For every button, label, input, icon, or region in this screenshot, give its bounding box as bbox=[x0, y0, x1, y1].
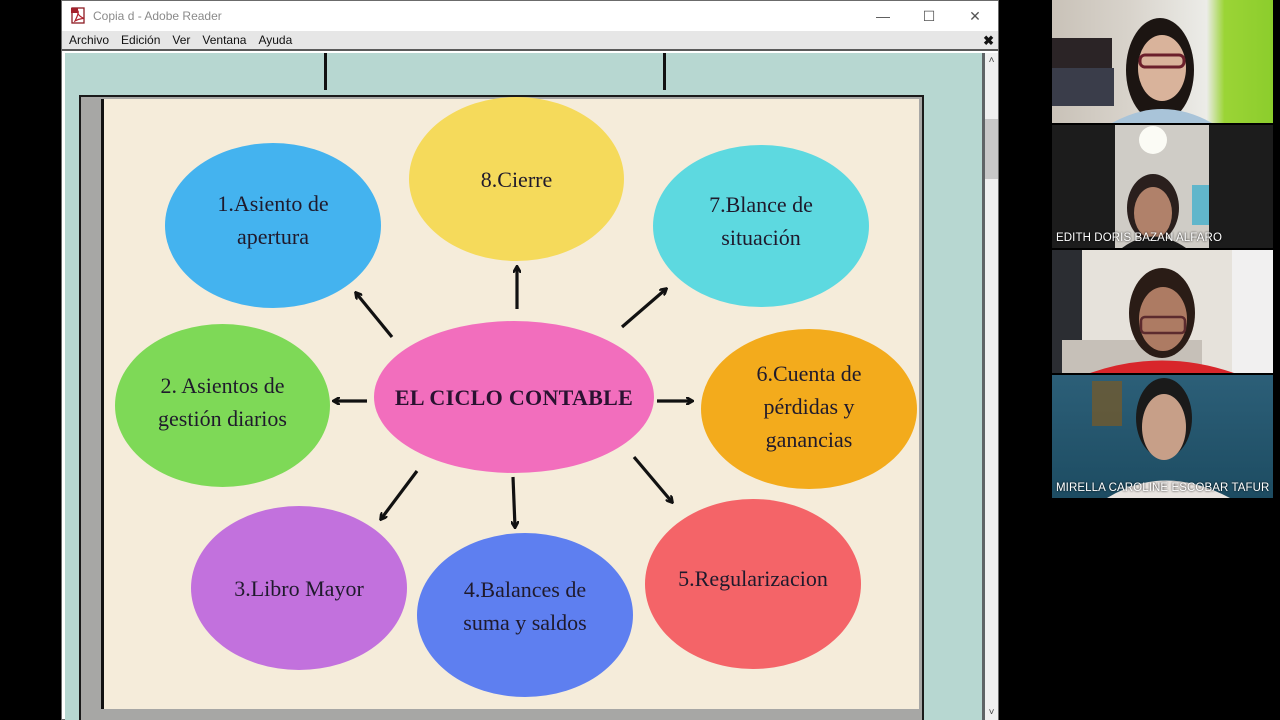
node-asientos-gestion: 2. Asientos de gestión diarios bbox=[115, 324, 330, 487]
node-ciclo-contable: EL CICLO CONTABLE bbox=[374, 321, 654, 473]
scroll-down-icon[interactable]: ˅ bbox=[988, 707, 995, 718]
participant-tile-speaker[interactable] bbox=[1052, 0, 1273, 123]
minimize-button[interactable]: — bbox=[860, 1, 906, 31]
title-bar: Copia d - Adobe Reader — ☐ ✕ bbox=[62, 1, 998, 31]
menu-edicion[interactable]: Edición bbox=[121, 33, 161, 47]
maximize-button[interactable]: ☐ bbox=[906, 1, 952, 31]
scroll-up-icon[interactable]: ˄ bbox=[988, 55, 995, 66]
node-balance-situacion: 7.Blance de situación bbox=[653, 145, 869, 307]
close-document-icon[interactable]: ✖ bbox=[983, 33, 994, 48]
node-cuenta-perdidas-ganancias: 6.Cuenta de pérdidas y ganancias bbox=[701, 329, 917, 489]
participant-video bbox=[1115, 125, 1209, 248]
participant-tile-third[interactable] bbox=[1052, 250, 1273, 373]
previous-page-edge bbox=[663, 53, 666, 90]
close-icon: ✕ bbox=[969, 7, 981, 24]
participant-name: MIRELLA CAROLINE ESCOBAR TAFUR bbox=[1056, 482, 1270, 494]
node-libro-mayor: 3.Libro Mayor bbox=[191, 506, 407, 670]
accounting-cycle-diagram: 1.Asiento de apertura 8.Cierre 7.Blance … bbox=[104, 97, 922, 709]
participant-video bbox=[1052, 250, 1273, 373]
vertical-scrollbar[interactable]: ˄ ˅ bbox=[982, 53, 998, 720]
participant-tile-edith[interactable]: EDITH DORIS BAZAN ALFARO bbox=[1052, 125, 1273, 248]
node-regularizacion: 5.Regularizacion bbox=[645, 499, 861, 669]
minimize-icon: — bbox=[876, 8, 890, 24]
maximize-icon: ☐ bbox=[922, 7, 936, 24]
scroll-thumb[interactable] bbox=[985, 119, 998, 179]
menu-bar: Archivo Edición Ver Ventana Ayuda ✖ bbox=[62, 31, 998, 51]
participant-video bbox=[1092, 378, 1230, 498]
menu-archivo[interactable]: Archivo bbox=[69, 33, 110, 47]
participant-tile-mirella[interactable]: MIRELLA CAROLINE ESCOBAR TAFUR bbox=[1052, 375, 1273, 498]
page-content: 1.Asiento de apertura 8.Cierre 7.Blance … bbox=[101, 97, 922, 709]
participant-name: EDITH DORIS BAZAN ALFARO bbox=[1056, 232, 1222, 244]
window-title: Copia d - Adobe Reader bbox=[93, 9, 222, 23]
participant-video bbox=[1052, 18, 1212, 123]
pdf-app-icon bbox=[70, 7, 88, 25]
previous-page-edge bbox=[324, 53, 327, 90]
close-button[interactable]: ✕ bbox=[952, 1, 998, 31]
menu-ayuda[interactable]: Ayuda bbox=[258, 33, 293, 47]
node-asiento-apertura: 1.Asiento de apertura bbox=[165, 143, 381, 308]
pdf-page: 1.Asiento de apertura 8.Cierre 7.Blance … bbox=[79, 95, 924, 720]
node-cierre: 8.Cierre bbox=[409, 97, 624, 261]
node-balances-suma-saldos: 4.Balances de suma y saldos bbox=[417, 533, 633, 697]
video-participants-panel: EDITH DORIS BAZAN ALFARO MIRELLA CAROLIN bbox=[1052, 0, 1273, 500]
menu-ventana[interactable]: Ventana bbox=[202, 33, 247, 47]
menu-ver[interactable]: Ver bbox=[172, 33, 191, 47]
adobe-reader-window: Copia d - Adobe Reader — ☐ ✕ Archivo Edi… bbox=[61, 0, 999, 720]
document-viewport[interactable]: 1.Asiento de apertura 8.Cierre 7.Blance … bbox=[65, 53, 982, 720]
